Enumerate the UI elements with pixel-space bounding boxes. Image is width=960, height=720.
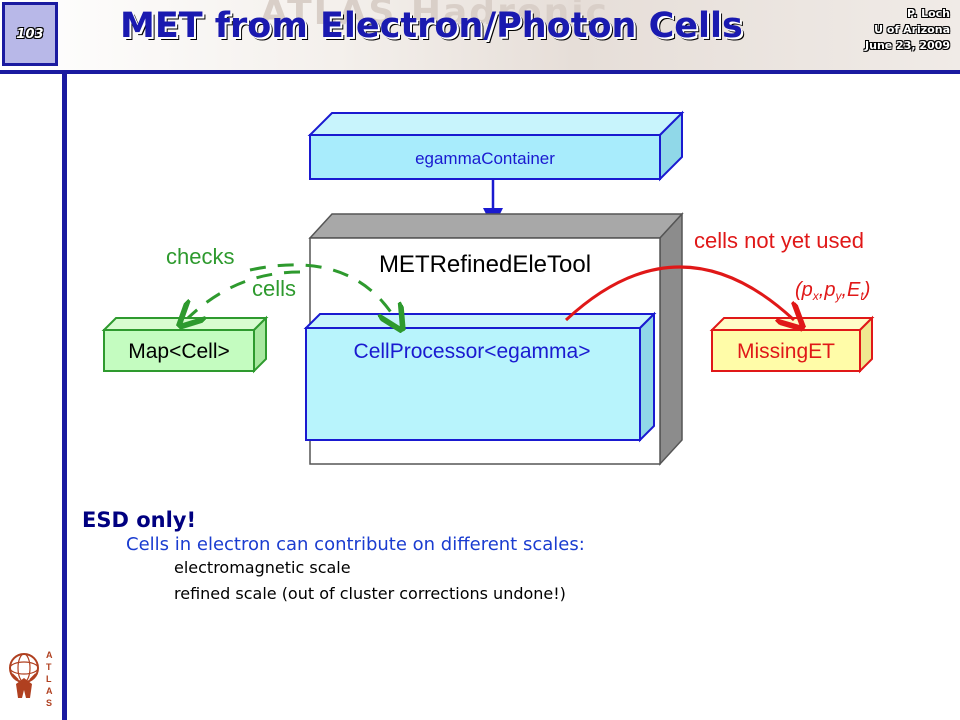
bullet-level3-item: electromagnetic scale [174,558,351,577]
author-date: June 23, 2009 [865,39,950,52]
svg-text:A: A [46,650,53,660]
map-cell-label: Map<Cell> [128,340,230,363]
page-number-box: 103 [2,2,58,66]
formula-open: (p [795,279,813,301]
formula-close: ) [862,279,871,301]
formula-comma-1: ,p [819,279,836,301]
svg-text:T: T [46,662,52,672]
bullet-list: ESD only! Cells in electron can contribu… [82,508,585,605]
formula-sub-x: x [812,289,820,303]
formula-comma-2: ,E [841,279,861,301]
met-refined-ele-tool-label: METRefinedEleTool [379,251,591,278]
header-divider [0,70,960,74]
cells-arrow [249,263,396,320]
page-number: 103 [16,27,44,42]
svg-text:S: S [46,698,52,708]
checks-label: checks [166,244,234,269]
momentum-formula: (px,py,Et) [795,279,870,303]
header-watermark: ATLAS Hadronic [260,0,609,33]
egamma-container-box: egammaContainer [307,110,685,182]
formula-sub-y: y [834,289,842,303]
left-divider [62,72,67,720]
atlas-logo: A T L A S [9,650,53,708]
cell-processor-label: CellProcessor<egamma> [354,340,591,363]
cell-processor-box: CellProcessor<egamma> [303,311,657,443]
bullet-level2: Cells in electron can contribute on diff… [126,534,585,555]
cells-label: cells [252,276,296,301]
author-affiliation: U of Arizona [874,23,950,36]
missing-et-label: MissingET [737,340,835,363]
bullet-level3-item: refined scale (out of cluster correction… [174,584,566,603]
author-name: P. Loch [907,7,950,20]
svg-text:L: L [46,674,52,684]
map-cell-box: Map<Cell> [101,315,269,374]
unused-cells-arrow [564,265,794,320]
checks-arrow [188,270,301,318]
svg-text:A: A [46,686,53,696]
unused-cells-label: cells not yet used [694,228,864,253]
slide-title: MET from Electron/Photon Cells [120,6,743,46]
author-block: P. Loch U of Arizona June 23, 2009 [865,6,950,54]
bullet-level1: ESD only! [82,508,197,532]
missing-et-box: MissingET [709,315,875,374]
header-background [0,0,960,72]
egamma-container-label: egammaContainer [415,149,555,168]
formula-sub-t: t [860,289,864,303]
